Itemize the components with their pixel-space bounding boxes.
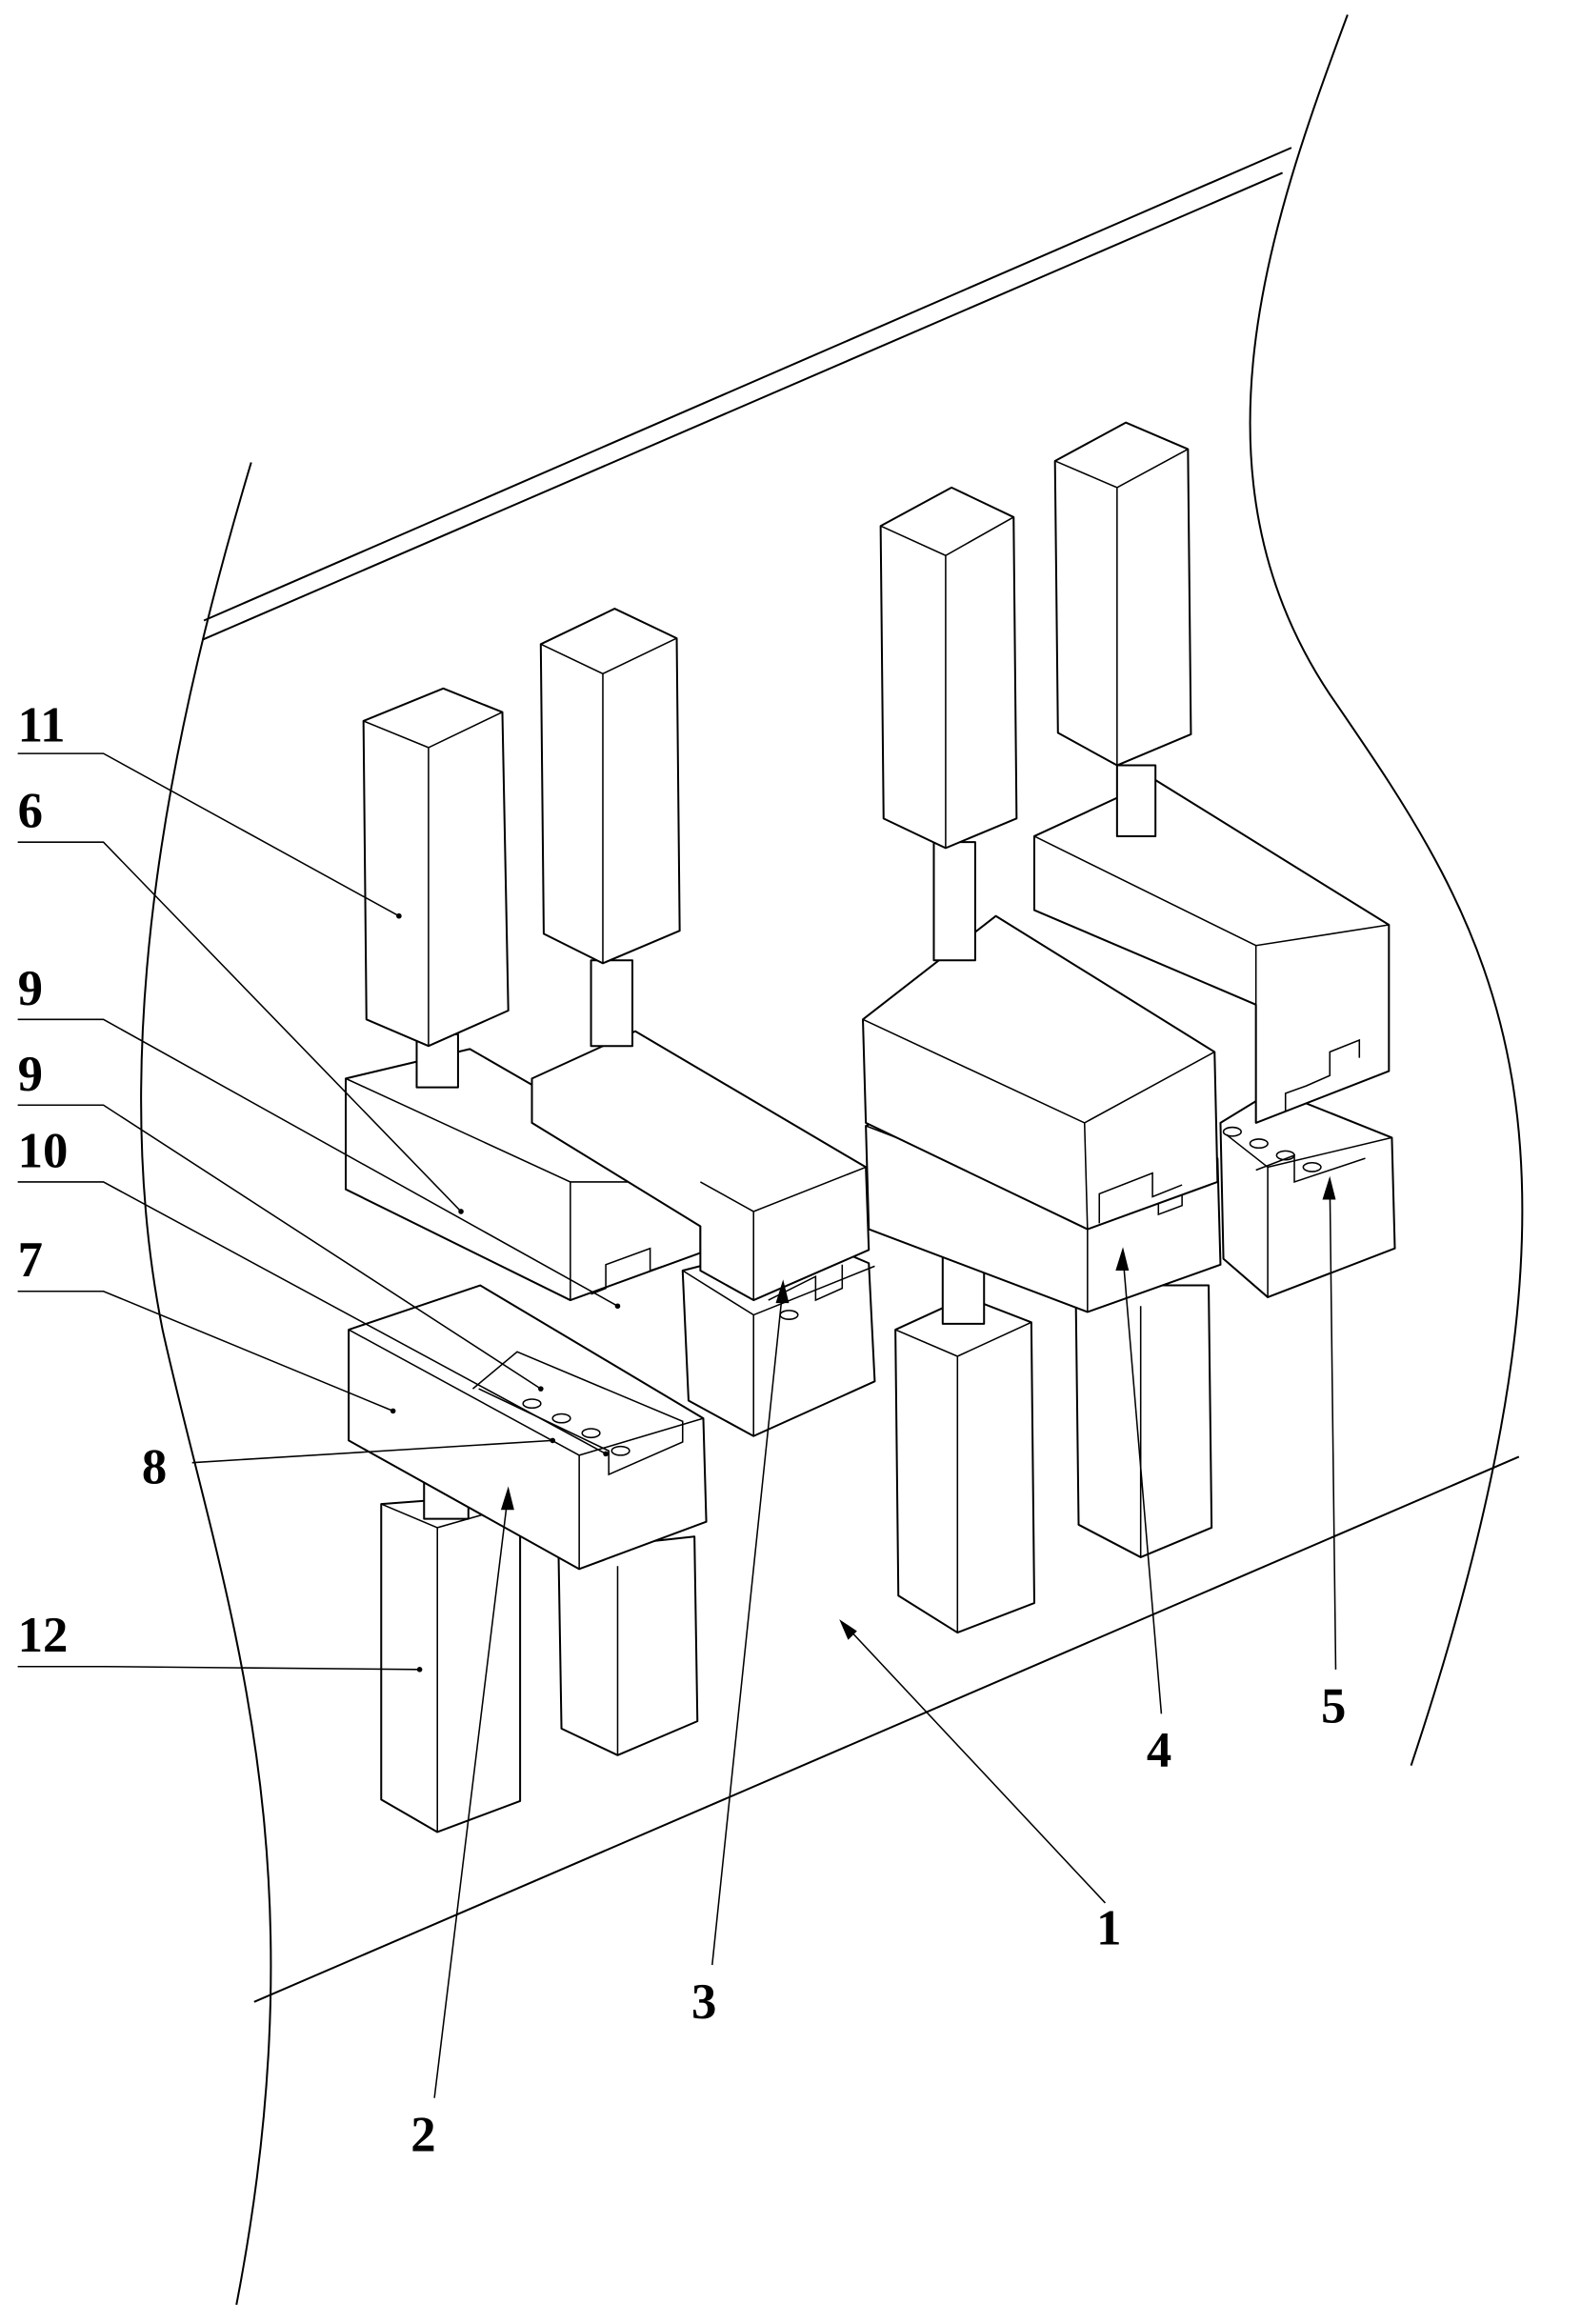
label-7: 7	[18, 1232, 43, 1288]
label-11: 11	[18, 698, 66, 753]
rod-upper-4	[933, 842, 974, 960]
right-station	[863, 423, 1395, 1633]
lower-cylinder-12	[381, 1498, 520, 1833]
label-4: 4	[1147, 1723, 1171, 1778]
upper-cylinder-5	[1055, 423, 1191, 766]
label-8: 8	[142, 1439, 167, 1494]
label-5: 5	[1321, 1679, 1346, 1734]
label-2: 2	[410, 2108, 435, 2163]
lower-cylinder-4	[895, 1297, 1034, 1633]
left-break-curve	[141, 463, 270, 2305]
rod-rear-left	[591, 960, 632, 1046]
label-12: 12	[18, 1608, 69, 1663]
label-6: 6	[18, 784, 43, 839]
lower-cylinder-5	[1075, 1286, 1211, 1557]
label-9a: 9	[18, 961, 43, 1016]
upper-cylinder-11	[364, 689, 509, 1046]
upper-cylinder-rear-left	[541, 609, 680, 963]
label-10: 10	[18, 1123, 69, 1178]
lower-die-5	[1220, 1091, 1394, 1297]
label-9b: 9	[18, 1047, 43, 1102]
upper-cylinder-4	[881, 488, 1017, 848]
rod-upper-5	[1117, 766, 1155, 836]
label-3: 3	[691, 1974, 716, 2030]
label-1: 1	[1096, 1900, 1121, 1955]
left-station	[346, 609, 874, 1832]
